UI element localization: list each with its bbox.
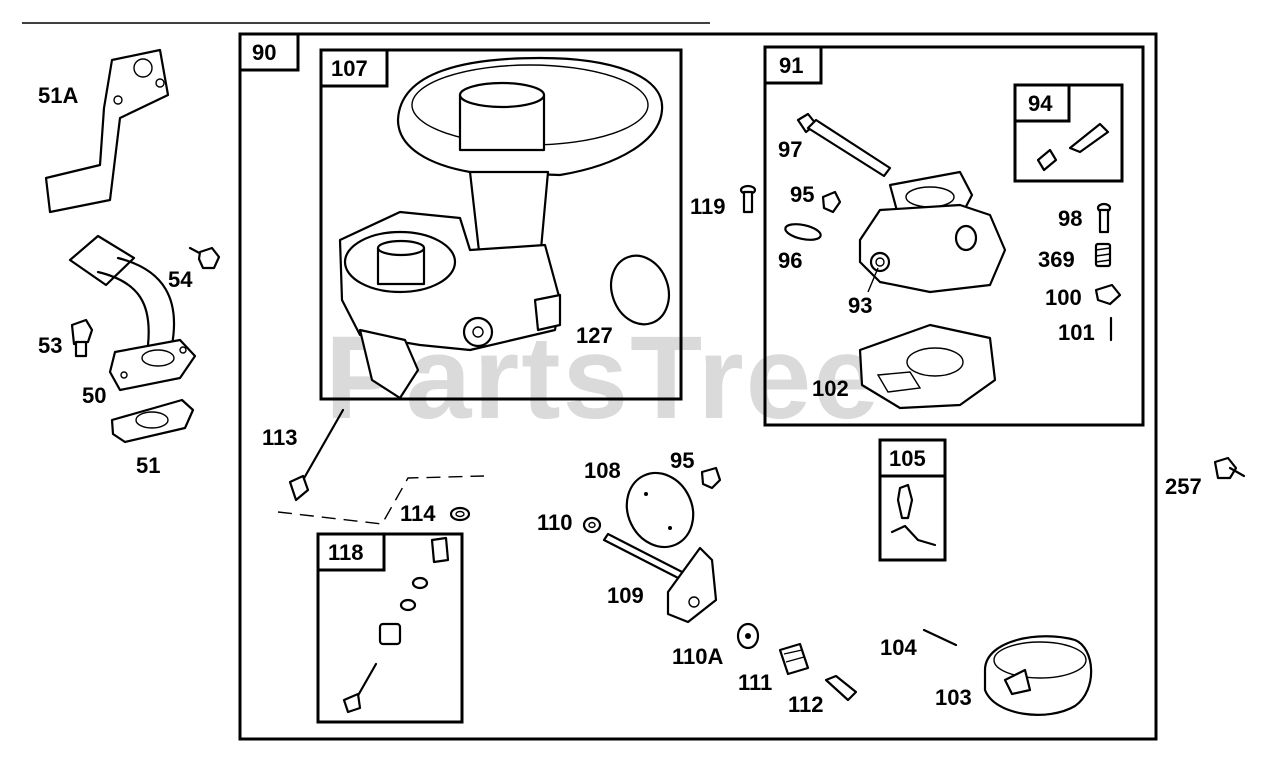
part-51A-shield: [44, 48, 170, 214]
label-53: 53: [38, 333, 62, 358]
part-113-needle: [288, 408, 345, 502]
bracket-114: [277, 475, 485, 525]
label-51: 51: [136, 453, 160, 478]
label-108: 108: [584, 458, 621, 483]
part-95-screw-lower: [700, 466, 722, 490]
label-110A: 110A: [672, 644, 723, 669]
part-93-upper-body: [858, 170, 1007, 294]
label-50: 50: [82, 383, 106, 408]
part-51-gasket: [110, 398, 195, 444]
label-102: 102: [812, 376, 849, 401]
label-97: 97: [778, 137, 802, 162]
part-127-gasket: [609, 254, 671, 326]
label-93: 93: [848, 293, 872, 318]
part-94-mixture-screw: [1036, 122, 1110, 172]
label-369: 369: [1038, 247, 1075, 272]
label-95-upper: 95: [790, 182, 814, 207]
part-102-gasket: [858, 323, 997, 410]
group-box-118: [316, 532, 464, 724]
box-label-118: 118: [328, 540, 364, 565]
part-105-needle: [890, 483, 937, 547]
part-107-carburetor-body: [338, 56, 664, 400]
part-257-bolt: [1213, 456, 1246, 480]
box-107-tag: [319, 48, 389, 88]
part-109-choke-shaft: [602, 532, 718, 624]
part-97-shaft: [796, 112, 892, 178]
part-100-clip: [1094, 283, 1122, 306]
label-96: 96: [778, 248, 802, 273]
box-label-105: 105: [889, 446, 926, 471]
label-101: 101: [1058, 320, 1095, 345]
leader-93: [867, 267, 879, 293]
box-label-91: 91: [779, 53, 803, 78]
label-103: 103: [935, 685, 972, 710]
part-110-washer: [582, 516, 602, 534]
box-label-90: 90: [252, 40, 276, 65]
label-109: 109: [607, 583, 644, 608]
group-box-90: [238, 32, 1158, 741]
label-110: 110: [537, 510, 573, 535]
label-127: 127: [576, 323, 613, 348]
part-119-screw: [739, 184, 757, 214]
part-111-spring: [778, 642, 810, 676]
label-257: 257: [1165, 474, 1202, 499]
part-54-bolt: [188, 246, 221, 270]
part-103-float: [983, 635, 1093, 716]
part-114-oring: [449, 506, 471, 522]
label-104: 104: [880, 635, 917, 660]
part-53-bolt: [70, 318, 94, 358]
part-96-disk: [784, 223, 822, 241]
label-54: 54: [168, 267, 193, 292]
part-110A-washer: [736, 622, 760, 650]
part-95-screw-upper: [821, 190, 842, 214]
label-98: 98: [1058, 206, 1082, 231]
box-118-tag: [316, 532, 386, 572]
label-100: 100: [1045, 285, 1082, 310]
label-114: 114: [400, 501, 436, 526]
box-label-107: 107: [331, 56, 368, 81]
box-91-tag: [763, 45, 823, 85]
part-98-screw: [1096, 202, 1112, 234]
box-label-94: 94: [1028, 91, 1053, 116]
box-90-tag: [238, 32, 300, 72]
part-104-pin: [922, 628, 958, 647]
label-111: 111: [738, 670, 772, 695]
group-box-91: [763, 45, 1145, 427]
box-105-tag: [878, 438, 947, 478]
label-113: 113: [262, 425, 298, 450]
label-51A: 51A: [38, 83, 78, 108]
label-119: 119: [690, 194, 726, 219]
part-50-elbow: [68, 234, 197, 392]
part-369-spring: [1094, 242, 1112, 268]
label-95-lower: 95: [670, 448, 694, 473]
group-box-107: [319, 48, 683, 401]
label-112: 112: [788, 692, 824, 717]
box-94-tag: [1013, 83, 1071, 123]
part-118-kit: [342, 536, 450, 714]
part-108-choke-plate: [625, 471, 695, 549]
part-112-screw: [824, 674, 858, 702]
